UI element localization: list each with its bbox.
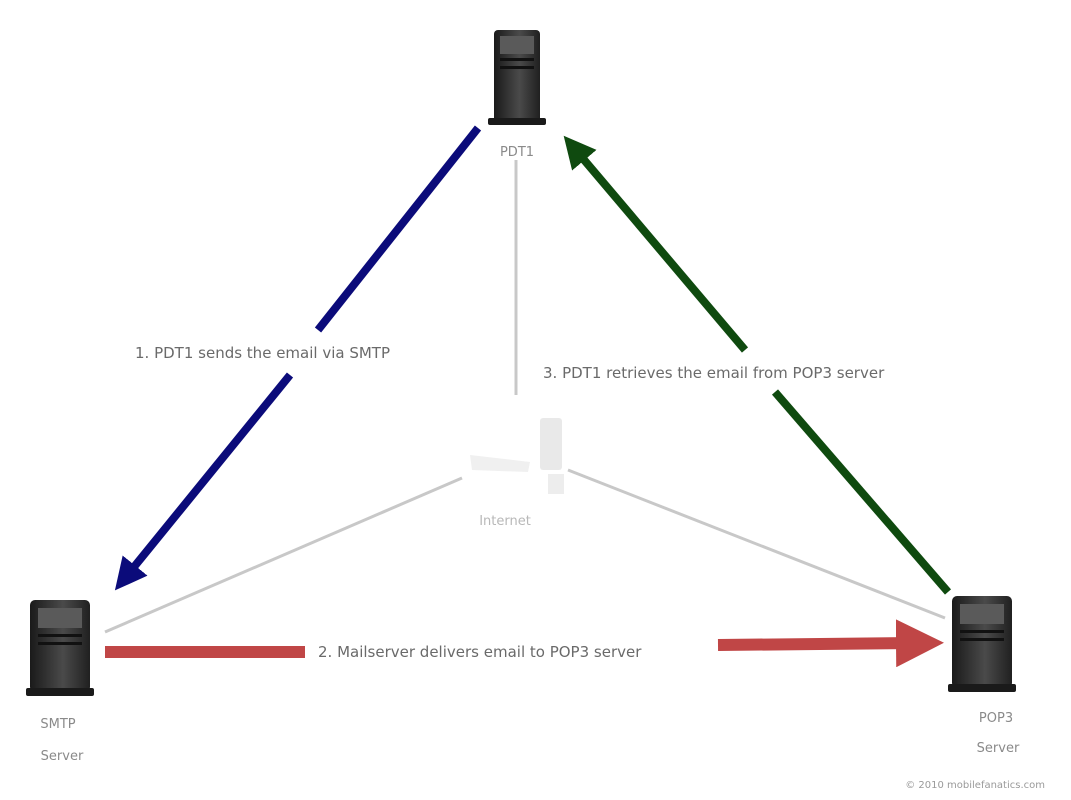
node-left-label-line2: Server [41,749,84,764]
edge-red-label: 2. Mailserver delivers email to POP3 ser… [318,643,642,661]
arrow-green-upper [563,135,749,353]
node-center-label: Internet [479,514,531,529]
edge-blue-label: 1. PDT1 sends the email via SMTP [135,344,390,362]
arrow-green-lower [771,389,952,595]
server-icon-left [26,600,94,696]
server-icon-top [488,30,546,125]
edge-green [563,135,952,595]
node-right-label-line1: POP3 [979,711,1013,726]
node-left-label-line1: SMTP [40,717,75,732]
arrow-blue-upper [314,125,482,333]
arrow-red-right [717,619,944,668]
internet-icon [470,418,564,494]
node-right-label-line2: Server [977,741,1020,756]
credit-text: © 2010 mobilefanatics.com [905,780,1045,791]
thin-connectors [104,160,946,634]
connector-center-left [104,476,463,634]
edge-blue [114,125,482,591]
node-top-label: PDT1 [500,145,534,160]
arrow-blue-lower [114,372,294,591]
edge-green-label: 3. PDT1 retrieves the email from POP3 se… [543,364,885,382]
edge-red [105,619,944,668]
connector-center-right [567,468,946,620]
server-icon-right [948,596,1016,692]
